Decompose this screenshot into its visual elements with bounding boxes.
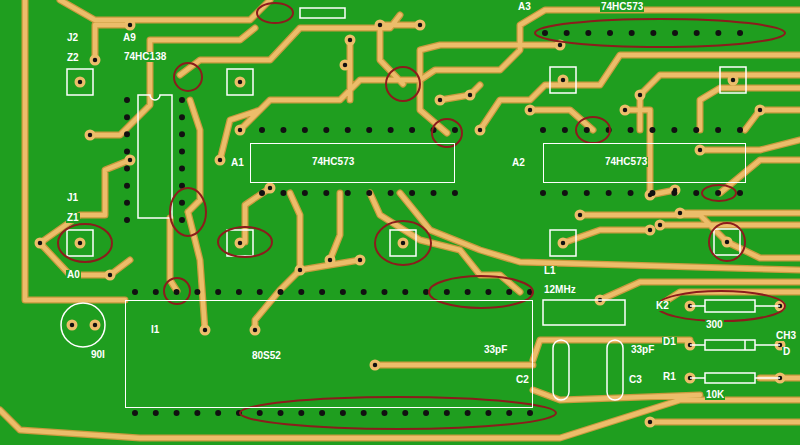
silkscreen-label: K2 [655,301,670,311]
ic-outline: 74HC573 [250,143,455,183]
silkscreen-label: Z2 [66,53,80,63]
silkscreen-label: 300 [705,320,724,330]
resistor-symbol [690,373,780,383]
silkscreen-label: A3 [517,2,532,12]
square-pad [227,69,253,95]
silkscreen [61,8,780,400]
silkscreen-label: CH3 [775,331,797,341]
square-pad [550,67,576,93]
square-pad [390,230,416,256]
square-pad [227,230,253,256]
ic-outline: 74HC573 [543,143,746,183]
pad-row [124,100,130,220]
highlight-ellipse [709,223,745,261]
silkscreen-label: 74HC138 [123,52,167,62]
highlight-ellipse [576,117,610,143]
silkscreen-label: A0 [66,270,81,280]
square-pad [67,69,93,95]
silkscreen-label: A2 [511,158,526,168]
silkscreen-label: A9 [122,33,137,43]
highlight-ellipse [657,291,785,321]
highlight-ellipse [240,397,556,429]
silkscreen-label: D1 [662,337,677,347]
silkscreen-label: D [782,347,791,357]
silkscreen-label: L1 [543,266,557,276]
crystal-outline [543,300,625,325]
square-pad [67,230,93,256]
square-pad [550,230,576,256]
highlight-ellipses [58,3,785,429]
highlight-ellipse [218,227,272,257]
capacitor-outline [607,340,623,400]
square-pad [714,229,740,255]
silkscreen-label: C2 [515,375,530,385]
highlight-ellipse [375,221,431,265]
pad-row [135,410,530,416]
silkscreen-label: 10K [705,390,725,400]
via-ring [40,25,780,422]
pad-row [543,127,740,133]
silkscreen-label: 12MHz [543,285,577,295]
highlight-ellipse [535,19,785,47]
pad-row [262,127,455,133]
resistor-symbol [690,300,780,312]
highlight-ellipse [429,276,533,308]
capacitor-outline [553,340,569,400]
ic-outline: 80S52 [125,300,533,408]
silkscreen-label: R1 [662,372,677,382]
silkscreen-label: 90I [90,350,106,360]
silkscreen-label: J2 [66,33,79,43]
pad-rows [127,33,740,413]
pad-row [135,289,530,295]
silkscreen-label: J1 [66,193,79,203]
silkscreen-label: 33pF [483,345,508,355]
pad-row [262,190,455,196]
highlight-ellipse [58,224,112,262]
silkscreen-label: 33pF [630,345,655,355]
highlight-ellipse [702,185,736,201]
silkscreen-label: C3 [628,375,643,385]
silkscreen-label: Z1 [66,213,80,223]
silkscreen-label: I1 [150,325,160,335]
chip-name: 74HC573 [604,157,648,167]
highlight-ellipse [386,67,420,101]
silkscreen-label: A1 [230,158,245,168]
pad-row [543,190,740,196]
silkscreen-label: 74HC573 [600,2,644,12]
capacitor-outline [61,303,105,347]
highlight-ellipse [257,3,293,23]
pad-row [545,30,740,36]
chip-name: 80S52 [251,351,282,361]
highlight-ellipse [170,188,206,236]
resistor-symbol [300,8,345,18]
diode-symbol [690,340,780,350]
chip-name: 74HC573 [311,157,355,167]
pad-row [179,100,185,220]
highlight-ellipse [174,63,202,91]
ic-outline [138,95,172,218]
via-hole [40,25,780,422]
square-pad [720,67,746,93]
